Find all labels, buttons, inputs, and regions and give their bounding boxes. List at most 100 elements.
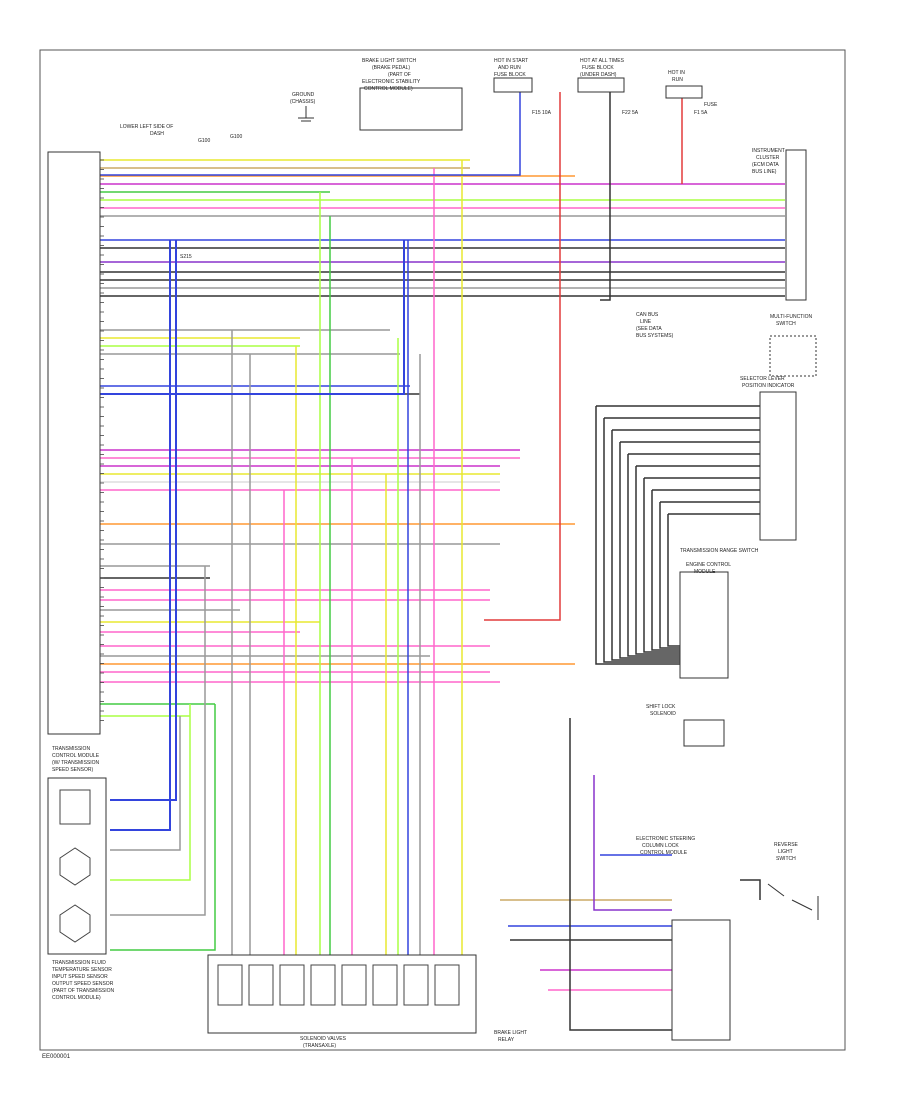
interlock-label-1: ELECTRONIC STEERING [636,836,695,842]
left-junction-label-1: LOWER LEFT SIDE OF [120,124,173,130]
top-center-label-2: (BRAKE PEDAL) [372,65,410,71]
right-sensor-label-1: MULTI-FUNCTION [770,314,813,320]
right-sensor-label-2: SWITCH [776,321,796,327]
fuse-b-label-3: (UNDER DASH) [580,72,617,78]
range-switch-label: TRANSMISSION RANGE SWITCH [680,548,759,554]
wire-reverse [740,879,761,900]
range-switch-body [759,391,797,541]
fuse-a-label-2: AND RUN [498,65,521,71]
ecm-label-1: ENGINE CONTROL [686,562,731,568]
range-sensor-caption-3: INPUT SPEED SENSOR [52,974,108,980]
right-module-label-1: INSTRUMENT [752,148,785,154]
solenoid-cell-7 [434,964,460,1006]
tcm-caption-line-3: (W/ TRANSMISSION [52,760,100,766]
wire-bottom-6 [593,775,672,911]
solenoid-cell-2 [279,964,305,1006]
top-center-label-5: CONTROL MODULE) [364,86,413,92]
top-center-label-1: BRAKE LIGHT SWITCH [362,58,416,64]
fuse-b-rating-1: F22 5A [622,110,639,116]
top-center-label-4: ELECTRONIC STABILITY [362,79,421,85]
reverse-switch-label-2: LIGHT [778,849,793,855]
right-module-connector [785,149,807,301]
reverse-switch-label-3: SWITCH [776,856,796,862]
tcm-caption-line-4: SPEED SENSOR) [52,767,93,773]
solenoid-caption-2: (TRANSAXLE) [303,1043,336,1049]
selector-label-2: POSITION INDICATOR [742,383,795,389]
fuse-b-label-2: FUSE BLOCK [582,65,614,71]
range-sensor-caption-4: OUTPUT SPEED SENSOR [52,981,114,987]
range-sensor-caption-6: CONTROL MODULE) [52,995,101,1001]
range-sensor-caption-1: TRANSMISSION FLUID [52,960,106,966]
wire-sensor-a [110,716,181,851]
right-module-label-3: (ECM DATA [752,162,779,168]
range-sensor-caption: TRANSMISSION FLUID TEMPERATURE SENSOR IN… [52,960,115,1001]
left-junction-label-2: DASH [150,131,164,137]
solenoid-caption-1: SOLENOID VALVES [300,1036,347,1042]
tcm-caption-line-2: CONTROL MODULE [52,753,100,759]
ecm-connector [679,571,729,679]
ground-label-1: GROUND [292,92,315,98]
fuse-b-label-1: HOT AT ALL TIMES [580,58,625,64]
top-center-label-3: (PART OF [388,72,411,78]
sensor-symbol-1 [59,789,91,825]
brake-relay-label-1: BRAKE LIGHT [494,1030,527,1036]
speed-sensor-block [47,777,107,955]
range-sensor-caption-2: TEMPERATURE SENSOR [52,967,112,973]
wire-fuse-c [600,92,611,301]
sensor-symbol-2 [59,847,91,886]
fuse-c-label-1: HOT IN [668,70,685,76]
figure-id: EE000001 [42,1054,71,1060]
right-module-label-4: BUS LINE) [752,169,777,175]
right-module-label-2: CLUSTER [756,155,780,161]
fuse-block-a [493,77,533,93]
right-conn-label-3: (SEE DATA [636,326,662,332]
solenoid-cell-5 [372,964,398,1006]
solenoid-cell-4 [341,964,367,1006]
left-junction-label-3: G100 [198,138,210,144]
wire-sensor-b [110,704,191,881]
shift-lock-solenoid [683,719,725,747]
solenoid-cell-6 [403,964,429,1006]
ecm-label-2: MODULE [694,569,716,575]
fuse-c-rating-1: F1 5A [694,110,708,116]
fuse-a-label-3: FUSE BLOCK [494,72,526,78]
tcm-module-body [47,151,101,735]
fuse-a-rating-1: F15 10A [532,110,552,116]
solenoid-cells [217,964,460,1006]
fuse-a-label-1: HOT IN START [494,58,528,64]
fuse-block-b [577,77,625,93]
selector-label-1: SELECTOR LEVER [740,376,785,382]
splice-label: S215 [180,254,192,260]
wire-blue-loop-3 [100,240,405,395]
fuse-c-label-2: RUN [672,77,683,83]
diagram-frame [39,49,846,1051]
solenoid-cell-1 [248,964,274,1006]
wire-sensor-c [110,704,216,951]
right-conn-label-2: LINE [640,319,652,325]
wire-sensor-d [110,566,206,916]
wire-blue-loop [110,240,171,831]
ground-label-2: (CHASSIS) [290,99,316,105]
tcm-caption: TRANSMISSION CONTROL MODULE (W/ TRANSMIS… [52,746,100,773]
interlock-label-2: COLUMN LOCK [642,843,679,849]
interlock-module [671,919,731,1041]
wire-bottom-8 [569,718,672,1031]
fuse-block-c [665,85,703,99]
wire-fuse-a [100,92,521,176]
wire-layer [100,92,785,1031]
right-sensor-box [769,335,817,377]
solenoid-cell-0 [217,964,243,1006]
reverse-switch-symbol [767,883,819,920]
wire-fuse-b [484,92,561,621]
range-sensor-caption-5: (PART OF TRANSMISSION [52,988,115,994]
brake-light-switch-box [359,87,463,131]
wire-blue-loop-2 [110,240,177,801]
ground-symbol-top: GROUND (CHASSIS) [290,92,316,122]
brake-relay-label-2: RELAY [498,1037,515,1043]
tcm-pin-labels [100,159,104,721]
tcm-caption-line-1: TRANSMISSION [52,746,90,752]
shift-lock-label-2: SOLENOID [650,711,676,717]
speed-sensor-symbols [59,789,91,943]
